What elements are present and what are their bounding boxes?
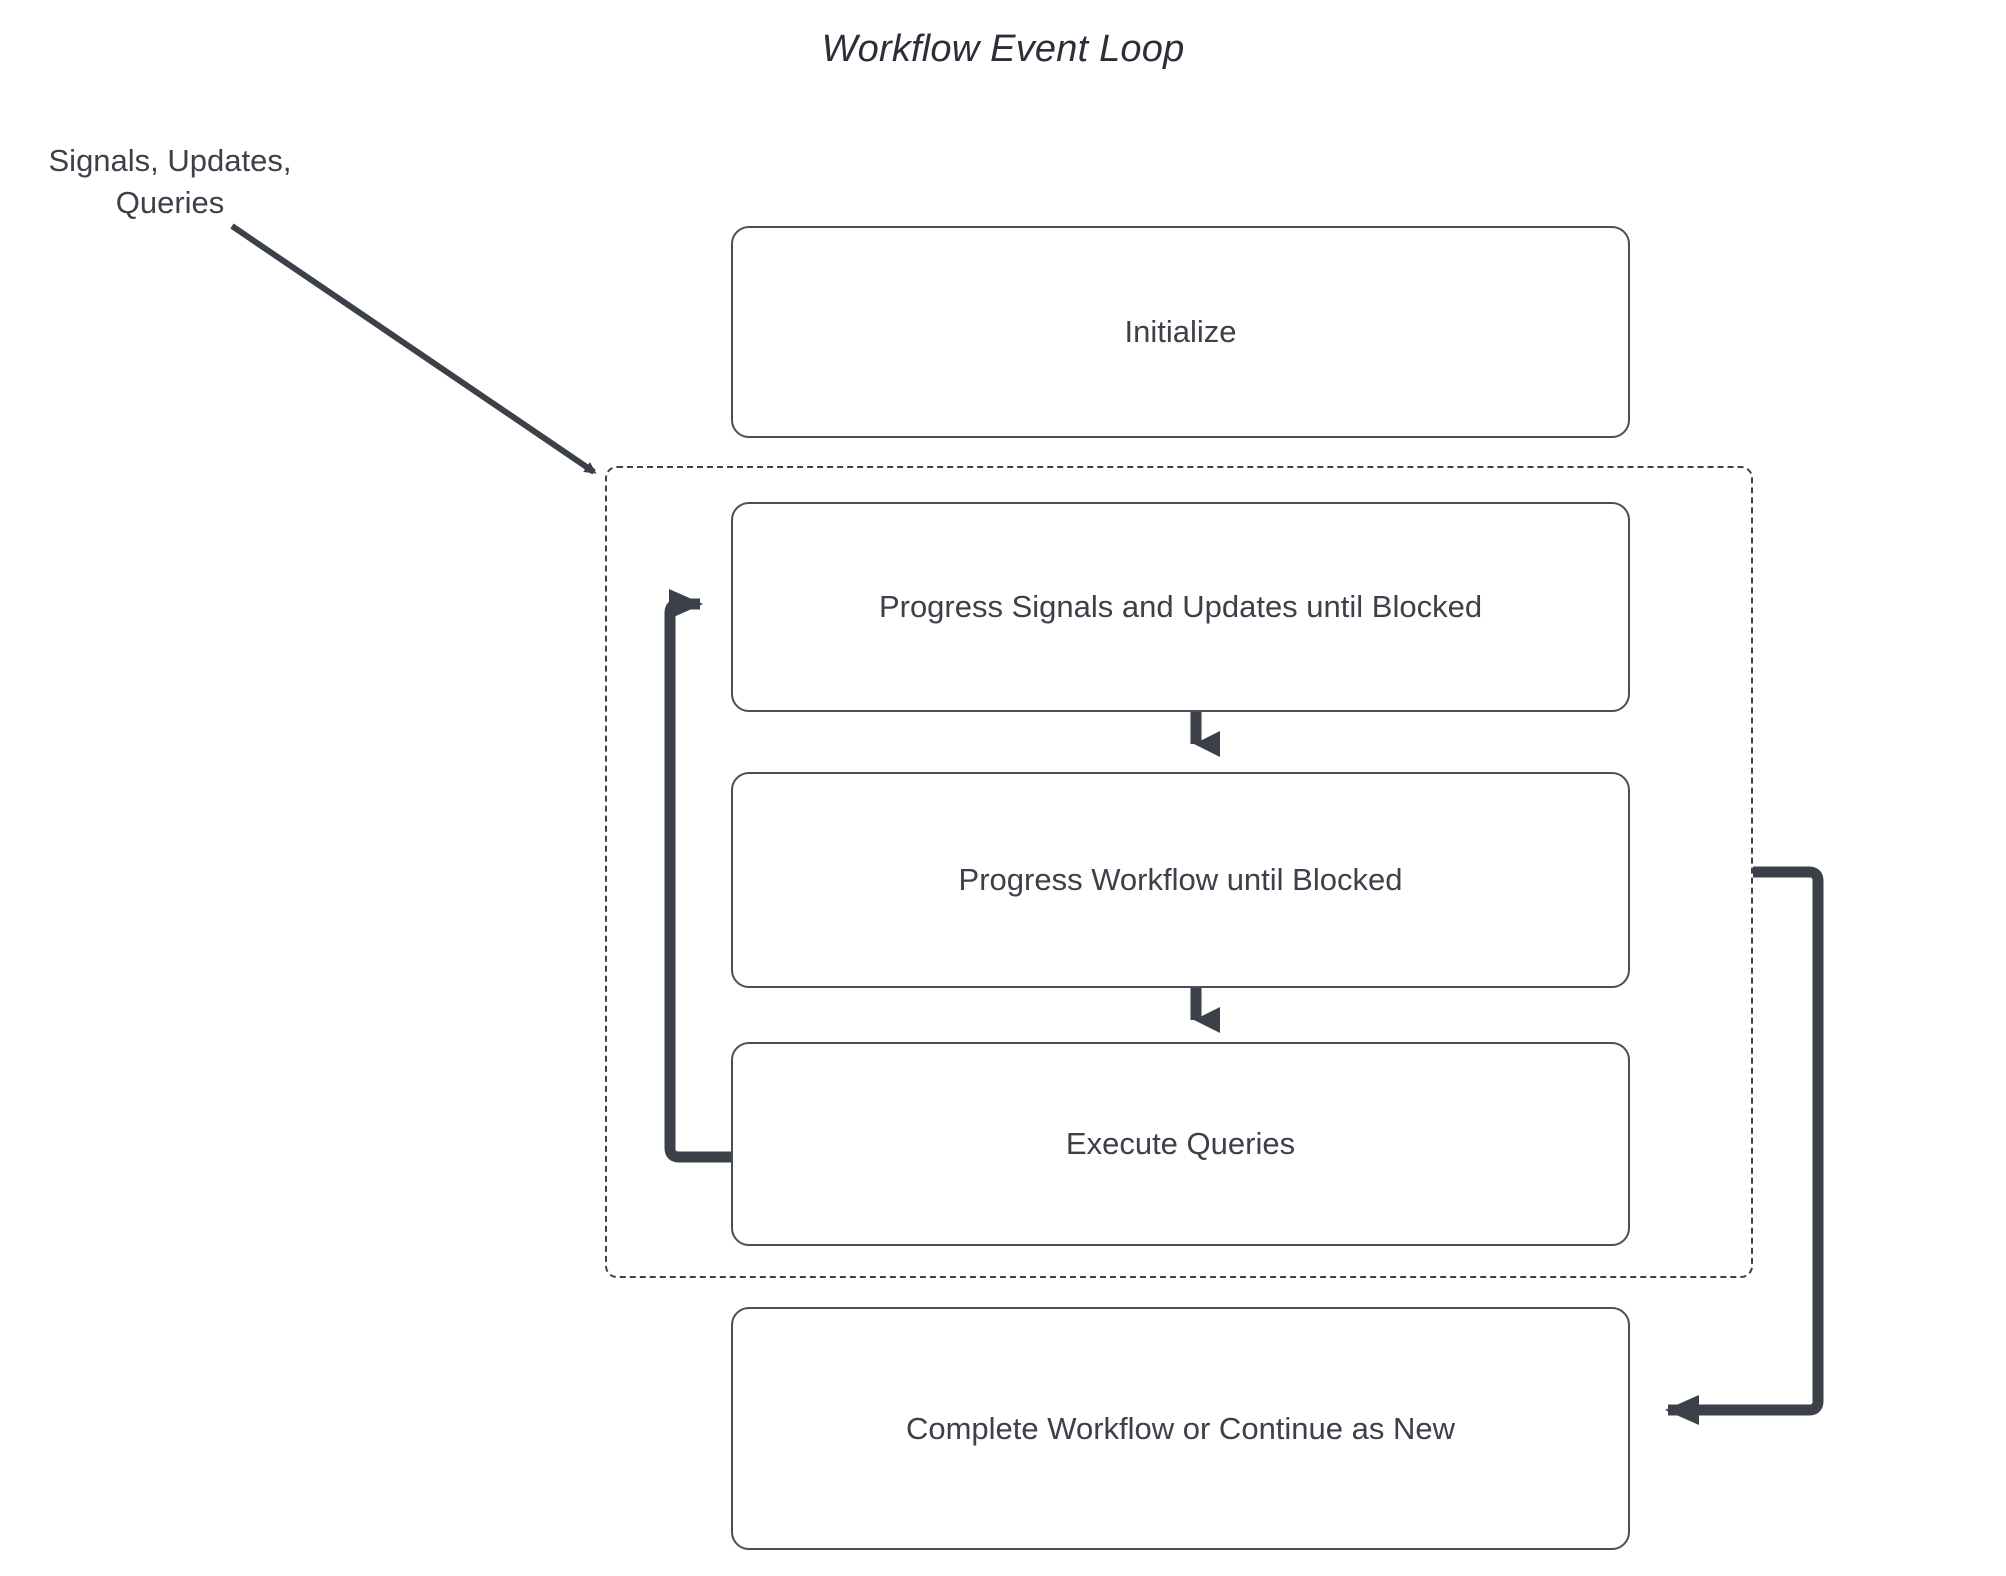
page-title: Workflow Event Loop	[821, 28, 1185, 70]
node-initialize-label: Initialize	[1124, 314, 1237, 349]
node-initialize[interactable]: Initialize	[731, 226, 1630, 438]
edge-signals-to-loop	[230, 223, 597, 475]
external-input-line-1: Signals, Updates,Queries	[48, 143, 292, 220]
node-execute-queries[interactable]: Execute Queries	[731, 1042, 1630, 1246]
node-complete-workflow-label: Complete Workflow or Continue as New	[905, 1410, 1456, 1446]
node-progress-workflow[interactable]: Progress Workflow until Blocked	[731, 772, 1630, 988]
edge-loop-to-complete	[1665, 866, 1824, 1425]
external-input-label: Signals, Updates,Queries	[10, 140, 330, 224]
edge-queries-loop-back	[664, 589, 731, 1163]
node-execute-queries-label: Execute Queries	[1065, 1126, 1296, 1161]
event-loop-group	[605, 466, 1753, 1278]
node-complete-workflow[interactable]: Complete Workflow or Continue as New	[731, 1307, 1630, 1550]
node-progress-workflow-label: Progress Workflow until Blocked	[958, 862, 1403, 897]
node-progress-signals-updates-label: Progress Signals and Updates until Block…	[878, 589, 1483, 624]
node-progress-signals-updates[interactable]: Progress Signals and Updates until Block…	[731, 502, 1630, 712]
